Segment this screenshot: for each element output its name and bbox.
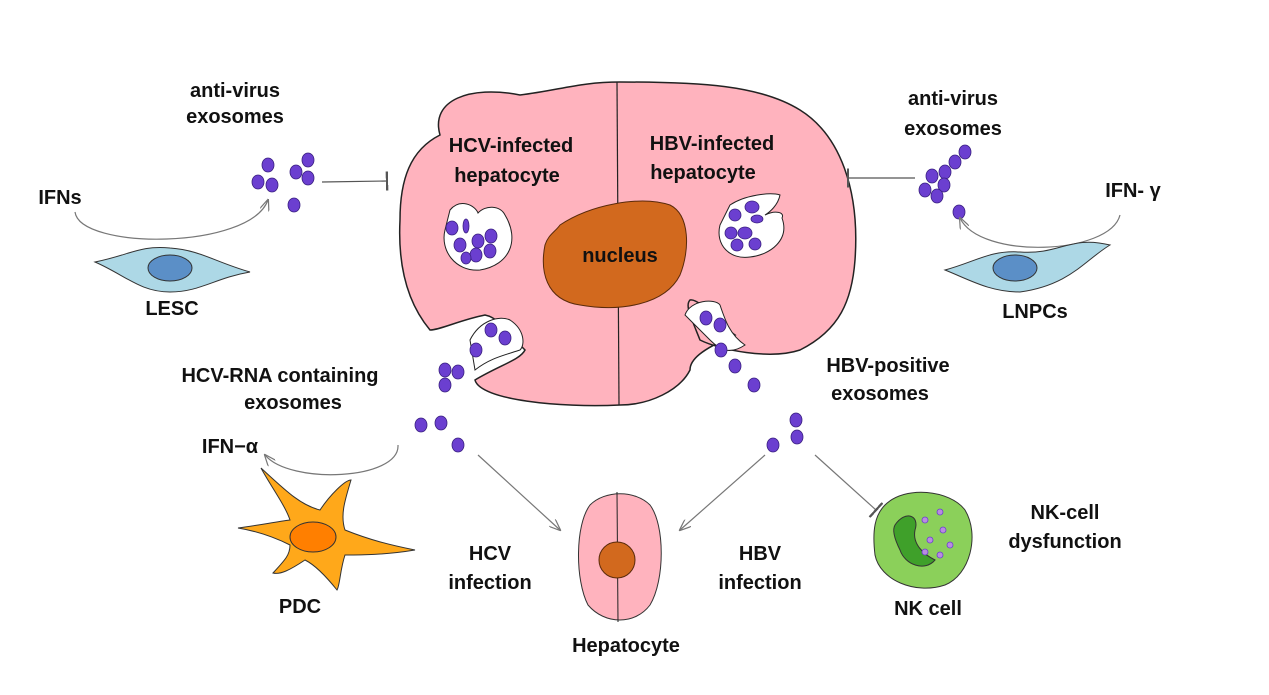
hepatocyte-label: Hepatocyte: [572, 635, 680, 657]
hcv-cell-label: HCV-infected: [449, 135, 573, 157]
ifns-arrow: [74, 200, 268, 240]
exosome-clusters: [251, 144, 972, 453]
hbv-infection-arrow: [680, 454, 766, 530]
ifn-gamma-arrow: [960, 214, 1121, 248]
pdc-cell: [237, 467, 416, 591]
small-hepatocyte: [578, 491, 662, 623]
hcv-cell-label-2: hepatocyte: [454, 165, 560, 187]
left-inhibition-line: [321, 171, 389, 191]
hcv-budding-pocket: [469, 317, 524, 371]
lnpcs-label: LNPCs: [1002, 301, 1068, 323]
nk-cell: [873, 491, 973, 589]
nk-cell-label: NK cell: [894, 598, 962, 620]
hbv-infection-label: HBV: [739, 543, 782, 565]
arrows: [74, 168, 1121, 530]
hbv-cell-label: HBV-infected: [650, 133, 774, 155]
hcv-infection-label-2: infection: [448, 572, 531, 594]
nucleus: [542, 200, 688, 308]
hbv-cell-label-2: hepatocyte: [650, 162, 756, 184]
hbv-infection-label-2: infection: [718, 572, 801, 594]
right-exosome-label: anti-virus: [908, 88, 998, 110]
labels: anti-virus exosomes IFNs LESC anti-virus…: [38, 80, 1161, 657]
ifn-alpha-arrow: [265, 444, 399, 476]
infected-hepatocyte: [398, 81, 857, 407]
pdc-label: PDC: [279, 596, 321, 618]
hcv-infection-arrow: [477, 454, 560, 530]
nk-dysfunction-label-2: dysfunction: [1008, 531, 1121, 553]
hbv-positive-label: HBV-positive: [826, 355, 949, 377]
ifn-alpha-label: IFN−α: [202, 436, 259, 458]
lesc-cell: [93, 246, 251, 293]
hbv-positive-label-2: exosomes: [831, 383, 929, 405]
hcv-rna-label-2: exosomes: [244, 392, 342, 414]
hcv-infection-label: HCV: [469, 543, 512, 565]
lesc-label: LESC: [145, 298, 198, 320]
right-exosome-label-2: exosomes: [904, 118, 1002, 140]
vesicle-exosomes: [445, 200, 764, 265]
nk-dysfunction-label: NK-cell: [1031, 502, 1100, 524]
ifns-label: IFNs: [38, 187, 81, 209]
left-exosome-label-2: exosomes: [186, 106, 284, 128]
hcv-rna-label: HCV-RNA containing: [181, 365, 378, 387]
nucleus-label: nucleus: [582, 245, 658, 267]
left-exosome-label: anti-virus: [190, 80, 280, 102]
nk-inhibition-line: [814, 454, 884, 518]
ifn-gamma-label: IFN- γ: [1105, 180, 1161, 202]
lnpcs-cell: [943, 241, 1112, 293]
